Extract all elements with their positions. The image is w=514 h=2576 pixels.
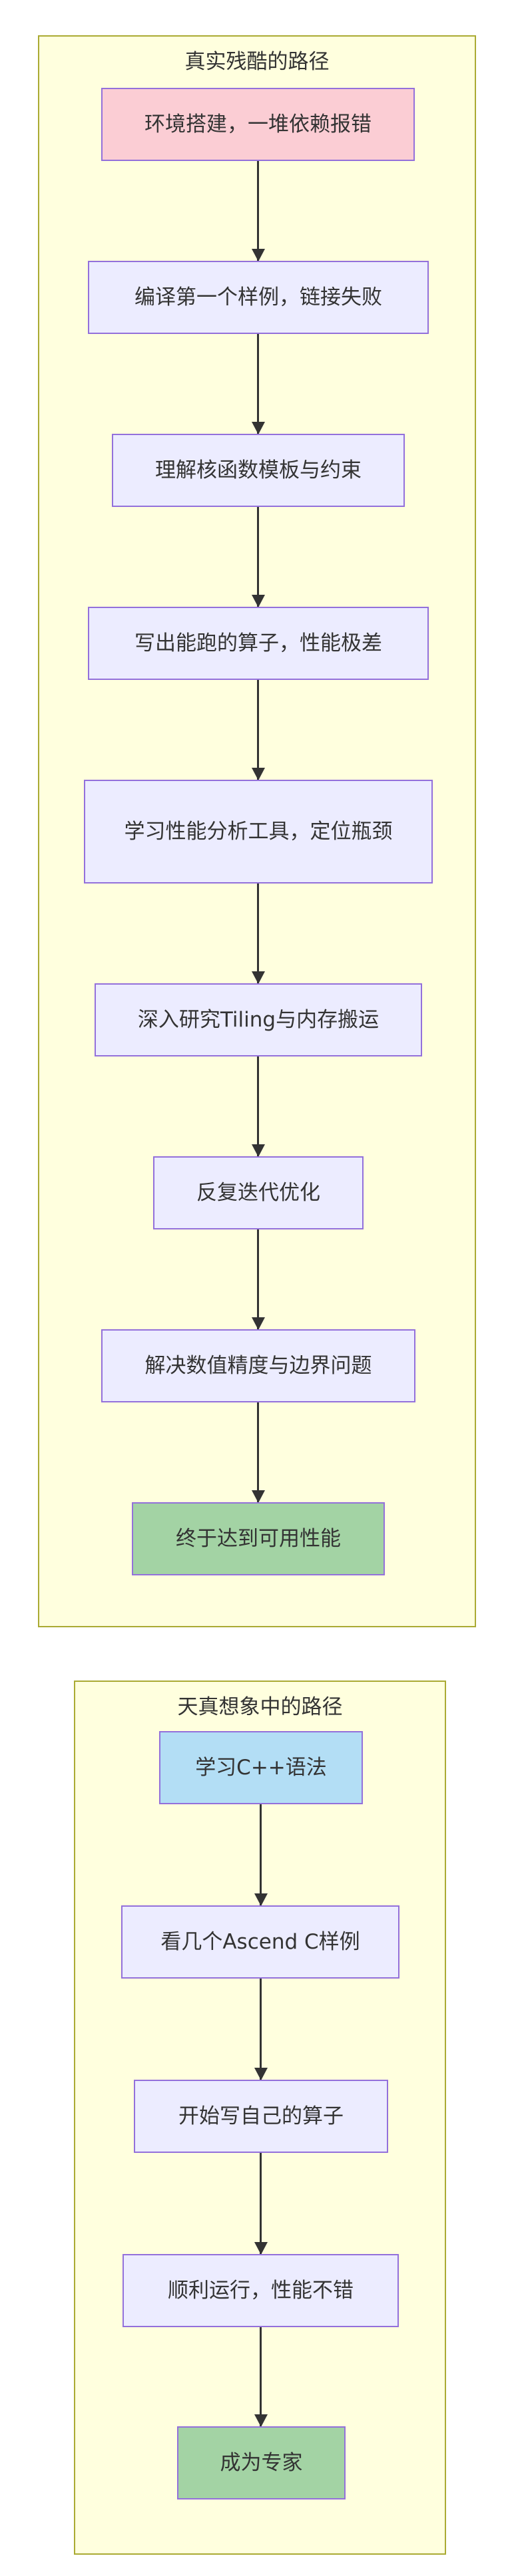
flow-node-label: 深入研究Tiling与内存搬运 — [137, 1007, 380, 1032]
arrow-down-icon — [260, 2327, 262, 2426]
arrow-down-icon — [257, 1229, 259, 1329]
arrow-down-icon — [257, 1056, 259, 1156]
flow-node-label: 环境搭建，一堆依赖报错 — [144, 112, 372, 136]
arrow-down-icon — [257, 507, 259, 607]
flow-node-label: 开始写自己的算子 — [178, 2104, 344, 2128]
flow-node-ascend-samples: 看几个Ascend C样例 — [121, 1905, 399, 1979]
subgraph-real-path-title: 真实残酷的路径 — [184, 50, 330, 74]
flow-node-label: 解决数值精度与边界问题 — [144, 1353, 372, 1378]
flow-node-label: 反复迭代优化 — [196, 1180, 320, 1205]
flow-node-compile-sample: 编译第一个样例，链接失败 — [88, 261, 429, 334]
flow-node-learn-cpp: 学习C++语法 — [159, 1731, 363, 1804]
flow-node-label: 学习C++语法 — [195, 1755, 327, 1780]
flow-node-label: 成为专家 — [220, 2450, 303, 2475]
flow-node-become-expert: 成为专家 — [177, 2426, 346, 2499]
flow-node-usable-performance: 终于达到可用性能 — [132, 1502, 385, 1575]
arrow-down-icon — [257, 334, 259, 434]
flow-node-runs-smoothly: 顺利运行，性能不错 — [123, 2254, 399, 2327]
arrow-down-icon — [257, 884, 259, 983]
flow-node-label: 编译第一个样例，链接失败 — [134, 285, 382, 309]
arrow-down-icon — [260, 1979, 262, 2080]
arrow-down-icon — [260, 1804, 262, 1905]
flow-node-kernel-template: 理解核函数模板与约束 — [112, 434, 405, 507]
subgraph-naive-path-title: 天真想象中的路径 — [177, 1695, 343, 1719]
subgraph-real-path: 真实残酷的路径 环境搭建，一堆依赖报错 编译第一个样例，链接失败 理解核函数模板… — [38, 35, 476, 1627]
flow-node-precision-boundary: 解决数值精度与边界问题 — [101, 1329, 415, 1402]
flow-node-label: 学习性能分析工具，定位瓶颈 — [124, 819, 393, 844]
flow-node-iterate-optimize: 反复迭代优化 — [153, 1156, 364, 1229]
flow-node-write-own-operator: 开始写自己的算子 — [134, 2080, 388, 2153]
subgraph-naive-path: 天真想象中的路径 学习C++语法 看几个Ascend C样例 开始写自己的算子 … — [74, 1681, 446, 2555]
flow-node-profiling-tools: 学习性能分析工具，定位瓶颈 — [84, 780, 433, 884]
flow-node-tiling-memory: 深入研究Tiling与内存搬运 — [95, 983, 422, 1056]
arrow-down-icon — [260, 2153, 262, 2254]
flow-node-label: 写出能跑的算子，性能极差 — [134, 631, 382, 655]
flow-node-label: 看几个Ascend C样例 — [160, 1929, 360, 1954]
flow-node-env-setup: 环境搭建，一堆依赖报错 — [101, 88, 415, 161]
arrow-down-icon — [257, 1402, 259, 1502]
arrow-down-icon — [257, 680, 259, 780]
flow-node-label: 顺利运行，性能不错 — [168, 2278, 354, 2303]
flow-node-label: 终于达到可用性能 — [176, 1526, 341, 1551]
flow-node-label: 理解核函数模板与约束 — [155, 458, 362, 482]
arrow-down-icon — [257, 161, 259, 261]
flow-node-first-operator: 写出能跑的算子，性能极差 — [88, 607, 429, 680]
